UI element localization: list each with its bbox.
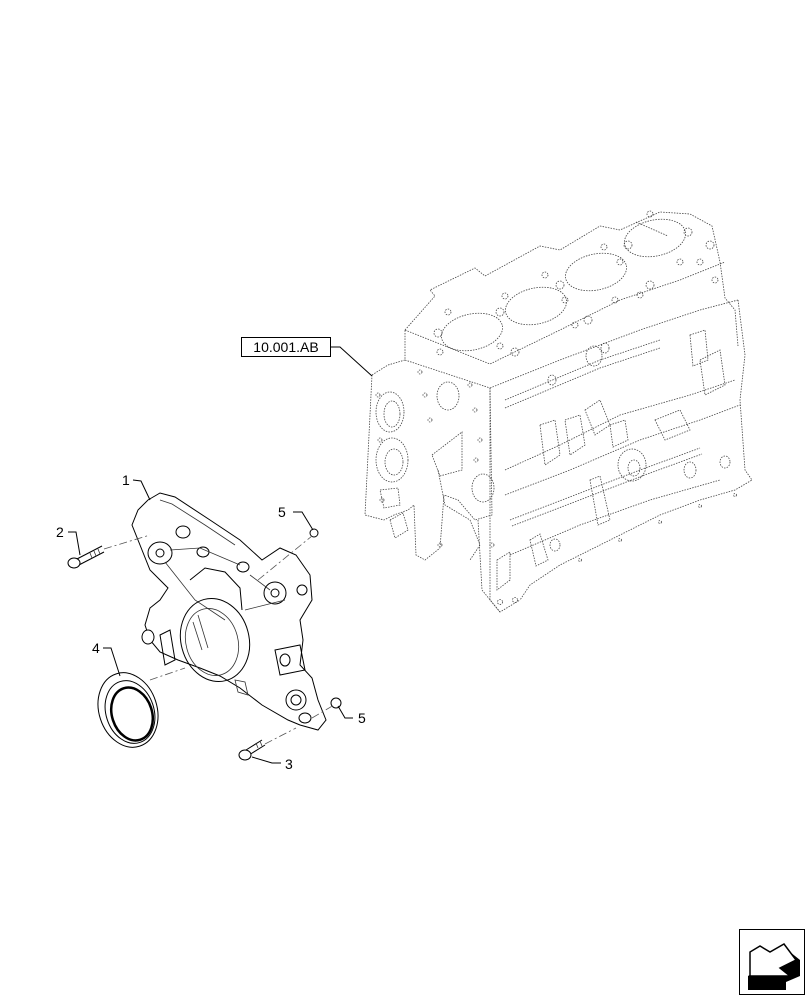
callout-5-lower[interactable]: 5 — [358, 710, 366, 726]
assembly-centerlines — [103, 534, 335, 745]
next-page-button[interactable] — [739, 929, 805, 995]
engine-block — [364, 210, 753, 613]
oil-seal-part — [97, 672, 159, 748]
callout-1[interactable]: 1 — [122, 472, 130, 488]
reference-link-10-001-ab[interactable]: 10.001.AB — [241, 337, 331, 357]
callout-4[interactable]: 4 — [92, 640, 100, 656]
next-page-arrow-icon — [748, 943, 800, 990]
callout-leaders — [68, 479, 353, 764]
callout-5-upper[interactable]: 5 — [278, 504, 286, 520]
dowel-5-upper — [309, 528, 319, 538]
dowel-5-lower — [330, 697, 342, 709]
front-cover-part — [131, 492, 327, 731]
bolt-2 — [67, 545, 105, 569]
bolt-3 — [238, 739, 266, 761]
callout-3[interactable]: 3 — [285, 756, 293, 772]
callout-2[interactable]: 2 — [56, 524, 64, 540]
reference-leader-line — [331, 346, 373, 377]
